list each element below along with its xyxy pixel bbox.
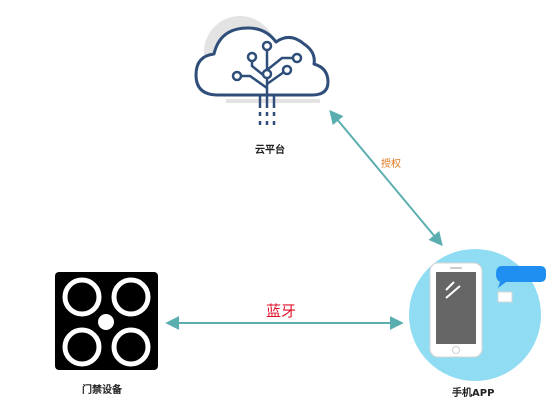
- auth-edge-label: 授权: [381, 159, 401, 170]
- door-access-device-icon: [55, 272, 158, 370]
- door-device-label: 门禁设备: [82, 385, 122, 396]
- auth-arrow: [329, 109, 443, 247]
- phone-app-label: 手机APP: [452, 388, 495, 399]
- bluetooth-edge-label: 蓝牙: [266, 302, 297, 320]
- chat-bubble-icon: [496, 266, 546, 303]
- cloud-platform-label: 云平台: [255, 145, 285, 156]
- cloud-platform-icon: [194, 16, 330, 125]
